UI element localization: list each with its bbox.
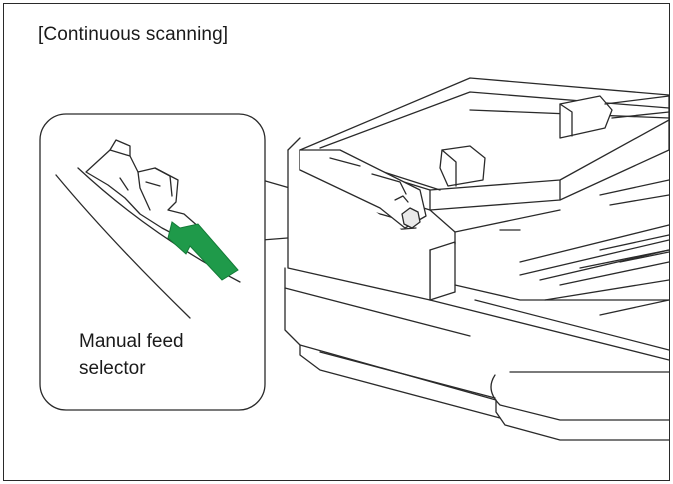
callout-label: Manual feed selector — [79, 328, 184, 382]
callout-label-line2: selector — [79, 358, 146, 379]
callout-label-line1: Manual feed — [79, 331, 184, 352]
green-push-arrow-icon — [167, 221, 239, 281]
figure-heading: [Continuous scanning] — [38, 24, 229, 45]
callout-bubble — [39, 113, 266, 411]
scanner-body — [284, 137, 670, 441]
feeder-tray — [299, 77, 670, 245]
